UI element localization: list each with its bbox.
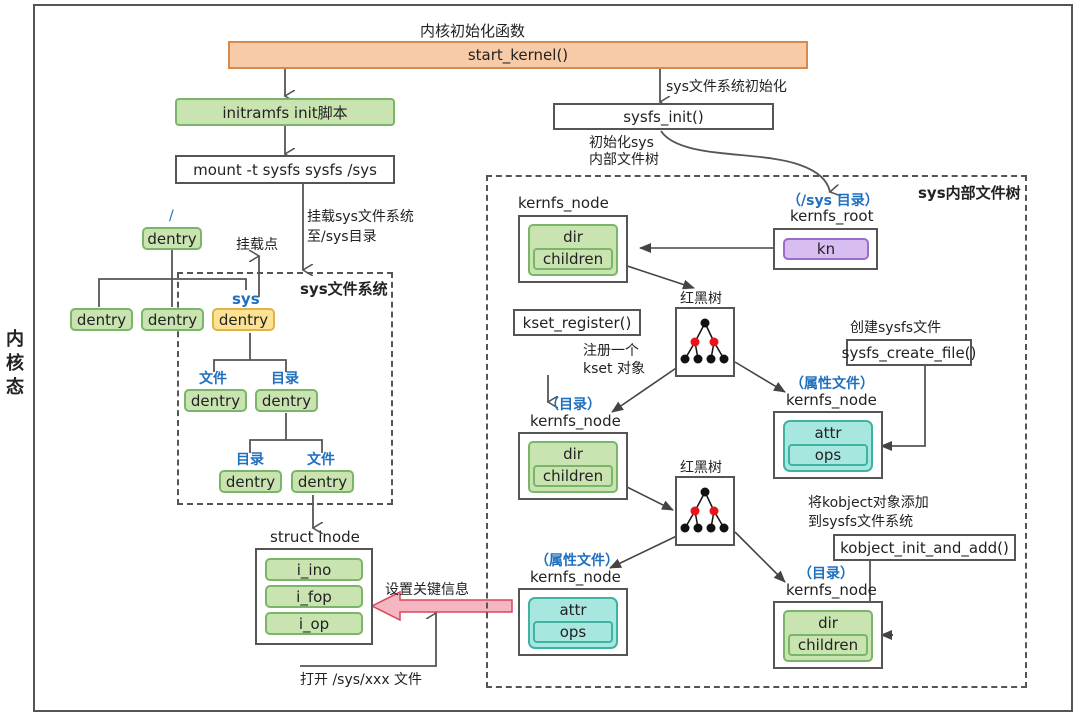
dir-field: dir: [563, 445, 583, 463]
dir-field: dir: [563, 228, 583, 246]
dentry-2: dentry: [141, 308, 204, 331]
inode-field-fop: i_fop: [265, 585, 363, 608]
dir-label-1: 目录: [271, 371, 299, 387]
kernfs-root-box: kn: [773, 228, 878, 270]
mount-point-label: 挂载点: [236, 237, 278, 253]
kn-field: kn: [783, 238, 869, 260]
rbtree-2: [675, 476, 735, 546]
kernfs-node-title-5: kernfs_node: [786, 581, 877, 599]
sys-dir-tag: （/sys 目录）: [787, 193, 879, 209]
sysfs-init-note: sys文件系统初始化: [666, 79, 787, 95]
file-dentry-2: dentry: [291, 470, 354, 493]
kernfs-node-title-2: kernfs_node: [530, 412, 621, 430]
kset-note-1: 注册一个: [583, 343, 639, 359]
attr-tag-1: （属性文件）: [790, 376, 874, 392]
kernfs-root-title: kernfs_root: [790, 207, 874, 225]
initramfs-box: initramfs init脚本: [175, 98, 395, 126]
kernfs-node-root-dir: dir children: [518, 215, 628, 283]
kernfs-node-attr-1: attr ops: [773, 411, 883, 479]
kobject-note-2: 到sysfs文件系统: [808, 514, 914, 530]
dir-tag-2: （目录）: [798, 566, 854, 582]
file-label-1: 文件: [199, 371, 227, 387]
kobject-note-1: 将kobject对象添加: [808, 495, 929, 511]
sys-label: sys: [232, 290, 260, 308]
arrow-open-file: [300, 613, 436, 667]
sysfs-region: [177, 272, 393, 505]
ops-field: ops: [788, 444, 868, 466]
kernel-mode-label: 内核态: [6, 329, 24, 398]
ops-field: ops: [533, 621, 613, 643]
dir-label-2: 目录: [236, 452, 264, 468]
set-info-arrow: [370, 590, 513, 622]
dir-field: dir: [818, 614, 838, 632]
mount-command-box: mount -t sysfs sysfs /sys: [175, 155, 395, 184]
kernfs-node-title-1: kernfs_node: [518, 194, 609, 212]
kset-note-2: kset 对象: [583, 361, 645, 377]
inode-field-ino: i_ino: [265, 558, 363, 581]
root-dentry: dentry: [142, 227, 202, 250]
dentry-1: dentry: [70, 308, 133, 331]
mount-note-1: 挂载sys文件系统: [307, 209, 414, 225]
file-dentry-1: dentry: [184, 389, 247, 412]
init-func-caption: 内核初始化函数: [420, 22, 526, 40]
inode-title: struct inode: [270, 528, 360, 546]
inode-field-op: i_op: [265, 612, 363, 635]
kset-register-box: kset_register(): [513, 309, 641, 336]
sysfs-init-box: sysfs_init(): [553, 103, 774, 130]
inode-box: i_ino i_fop i_op: [255, 548, 373, 645]
mount-note-2: 至/sys目录: [307, 229, 377, 245]
sys-internal-tree-title: sys内部文件树: [918, 184, 1021, 202]
dir-dentry-2: dentry: [219, 470, 282, 493]
start-kernel-box: start_kernel(): [228, 41, 808, 69]
rbtree-label-1: 红黑树: [680, 291, 722, 307]
attr-tag-2: （属性文件）: [535, 553, 619, 569]
sys-dentry: dentry: [212, 308, 275, 331]
open-file-label: 打开 /sys/xxx 文件: [300, 672, 423, 688]
children-field: children: [788, 634, 868, 656]
attr-field: attr: [559, 601, 587, 619]
rbtree-1: [675, 307, 735, 377]
dir-tag-1: （目录）: [545, 397, 601, 413]
arrow-sysfsinit-to-root: [660, 130, 830, 192]
init-tree-note-1: 初始化sys: [589, 135, 654, 151]
create-file-note: 创建sysfs文件: [850, 320, 942, 336]
kernfs-node-dir-1: dir children: [518, 432, 628, 500]
root-slash-label: /: [169, 208, 174, 224]
dir-dentry-1: dentry: [255, 389, 318, 412]
kernel-space-frame: [33, 4, 1073, 712]
rbtree-icon: [680, 487, 729, 533]
rbtree-label-2: 红黑树: [680, 460, 722, 476]
init-tree-note-2: 内部文件树: [589, 152, 659, 168]
sys-internal-tree-region: [486, 175, 1027, 688]
kernfs-node-attr-2: attr ops: [518, 588, 628, 656]
rbtree-icon: [680, 318, 729, 364]
children-field: children: [533, 465, 613, 487]
sysfs-create-file-box: sysfs_create_file(): [842, 339, 976, 366]
kernfs-node-title-3: kernfs_node: [786, 391, 877, 409]
set-info-label: 设置关键信息: [385, 582, 469, 598]
kernfs-node-dir-2: dir children: [773, 601, 883, 669]
file-label-2: 文件: [307, 452, 335, 468]
attr-field: attr: [814, 424, 842, 442]
children-field: children: [533, 248, 613, 270]
kobject-init-add-box: kobject_init_and_add(): [833, 534, 1016, 561]
sysfs-region-title: sys文件系统: [300, 280, 388, 298]
kernfs-node-title-4: kernfs_node: [530, 568, 621, 586]
